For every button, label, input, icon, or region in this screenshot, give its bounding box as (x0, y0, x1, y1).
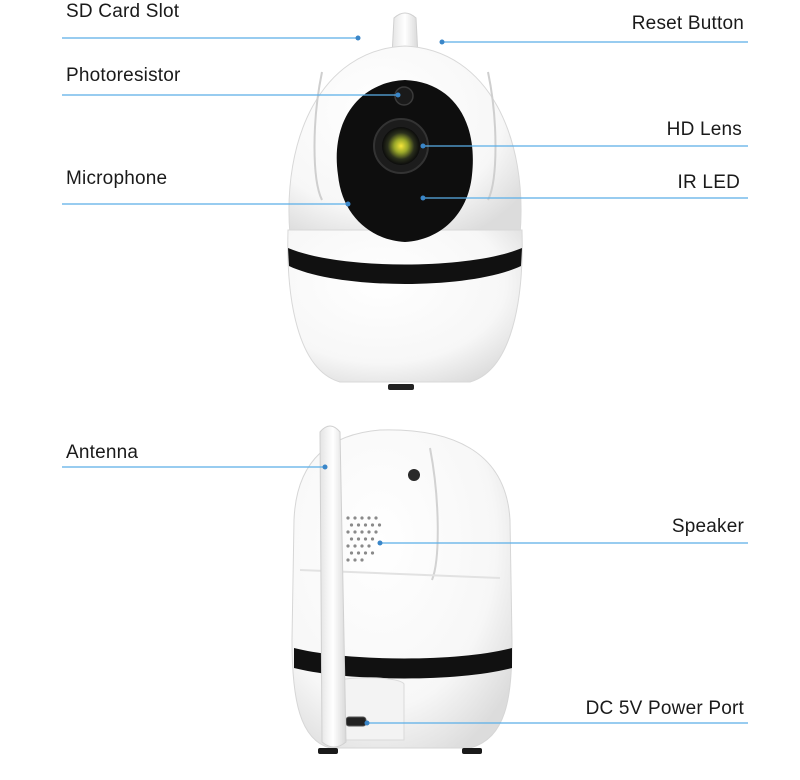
speaker-hole (370, 523, 375, 527)
speaker-hole (346, 516, 350, 520)
speaker-hole (367, 516, 371, 520)
speaker-hole (377, 523, 382, 527)
speaker-hole (374, 516, 378, 520)
speaker-hole (360, 516, 364, 520)
top-nub (391, 12, 419, 57)
label-sd-card-slot: SD Card Slot (66, 1, 180, 22)
photoresistor-dot (394, 86, 414, 106)
black-band (288, 248, 522, 284)
hd-lens-glass (382, 127, 420, 165)
speaker-hole (356, 537, 361, 541)
rear-hole (408, 469, 420, 481)
leader-lines (62, 37, 748, 724)
speaker-hole (367, 544, 371, 548)
speaker-hole (356, 523, 361, 527)
label-dc-power-port: DC 5V Power Port (585, 698, 744, 719)
camera-base (287, 229, 523, 383)
speaker-hole (346, 558, 350, 562)
speaker-hole (363, 523, 368, 527)
speaker-hole (360, 558, 364, 562)
back-camera (291, 425, 513, 754)
speaker-hole (363, 551, 368, 555)
speaker-hole (353, 530, 357, 534)
speaker-hole (353, 558, 357, 562)
speaker-hole (349, 551, 354, 555)
label-speaker: Speaker (671, 516, 744, 537)
back-black-band (294, 648, 512, 679)
speaker-hole (367, 530, 371, 534)
speaker-hole (374, 530, 378, 534)
speaker-hole (349, 537, 354, 541)
label-ir-led: IR LED (677, 172, 740, 193)
speaker-hole (349, 523, 354, 527)
speaker-hole (356, 551, 361, 555)
speaker-hole (353, 516, 357, 520)
label-hd-lens: HD Lens (666, 119, 742, 140)
front-camera (287, 12, 523, 390)
label-photoresistor: Photoresistor (66, 65, 181, 86)
speaker-hole (363, 537, 368, 541)
label-reset-button: Reset Button (631, 13, 744, 34)
speaker-grille (346, 516, 382, 562)
speaker-hole (346, 530, 350, 534)
label-microphone: Microphone (66, 168, 168, 189)
leader-dots (322, 35, 445, 726)
speaker-hole (360, 544, 364, 548)
speaker-hole (370, 551, 375, 555)
label-antenna: Antenna (66, 442, 139, 463)
dc-port (345, 716, 367, 727)
speaker-hole (360, 530, 364, 534)
speaker-hole (370, 537, 375, 541)
antenna-stick (319, 425, 347, 748)
speaker-hole (353, 544, 357, 548)
speaker-hole (346, 544, 350, 548)
